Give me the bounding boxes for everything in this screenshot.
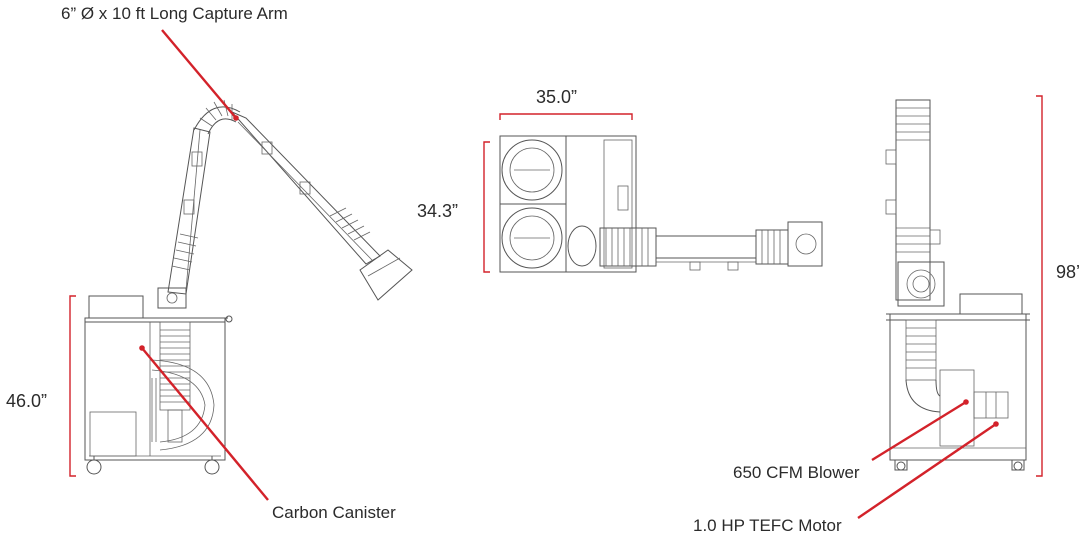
side-height-dimension: 46.0” bbox=[6, 391, 48, 411]
callout-leaders bbox=[139, 29, 999, 519]
side-height-bracket bbox=[69, 295, 76, 477]
blower-label: 650 CFM Blower bbox=[733, 463, 860, 482]
motor-leader bbox=[857, 423, 997, 519]
top-depth-dimension: 34.3” bbox=[417, 201, 459, 221]
top-depth-bracket bbox=[483, 141, 490, 273]
carbon-canister-leader bbox=[141, 347, 269, 501]
capture-arm-label: 6” Ø x 10 ft Long Capture Arm bbox=[61, 4, 288, 23]
front-view-drawing bbox=[885, 99, 1030, 471]
front-height-bracket bbox=[1036, 95, 1043, 477]
dimension-brackets bbox=[69, 95, 1043, 477]
front-height-dimension: 98’ bbox=[1056, 262, 1080, 282]
carbon-canister-label: Carbon Canister bbox=[272, 503, 396, 522]
side-view-drawing bbox=[84, 99, 413, 475]
top-view-drawing bbox=[499, 135, 823, 273]
motor-label: 1.0 HP TEFC Motor bbox=[693, 516, 842, 535]
top-width-dimension: 35.0” bbox=[536, 87, 578, 107]
top-width-bracket bbox=[499, 113, 633, 120]
capture-arm-leader bbox=[161, 29, 237, 119]
blower-leader bbox=[871, 400, 967, 462]
